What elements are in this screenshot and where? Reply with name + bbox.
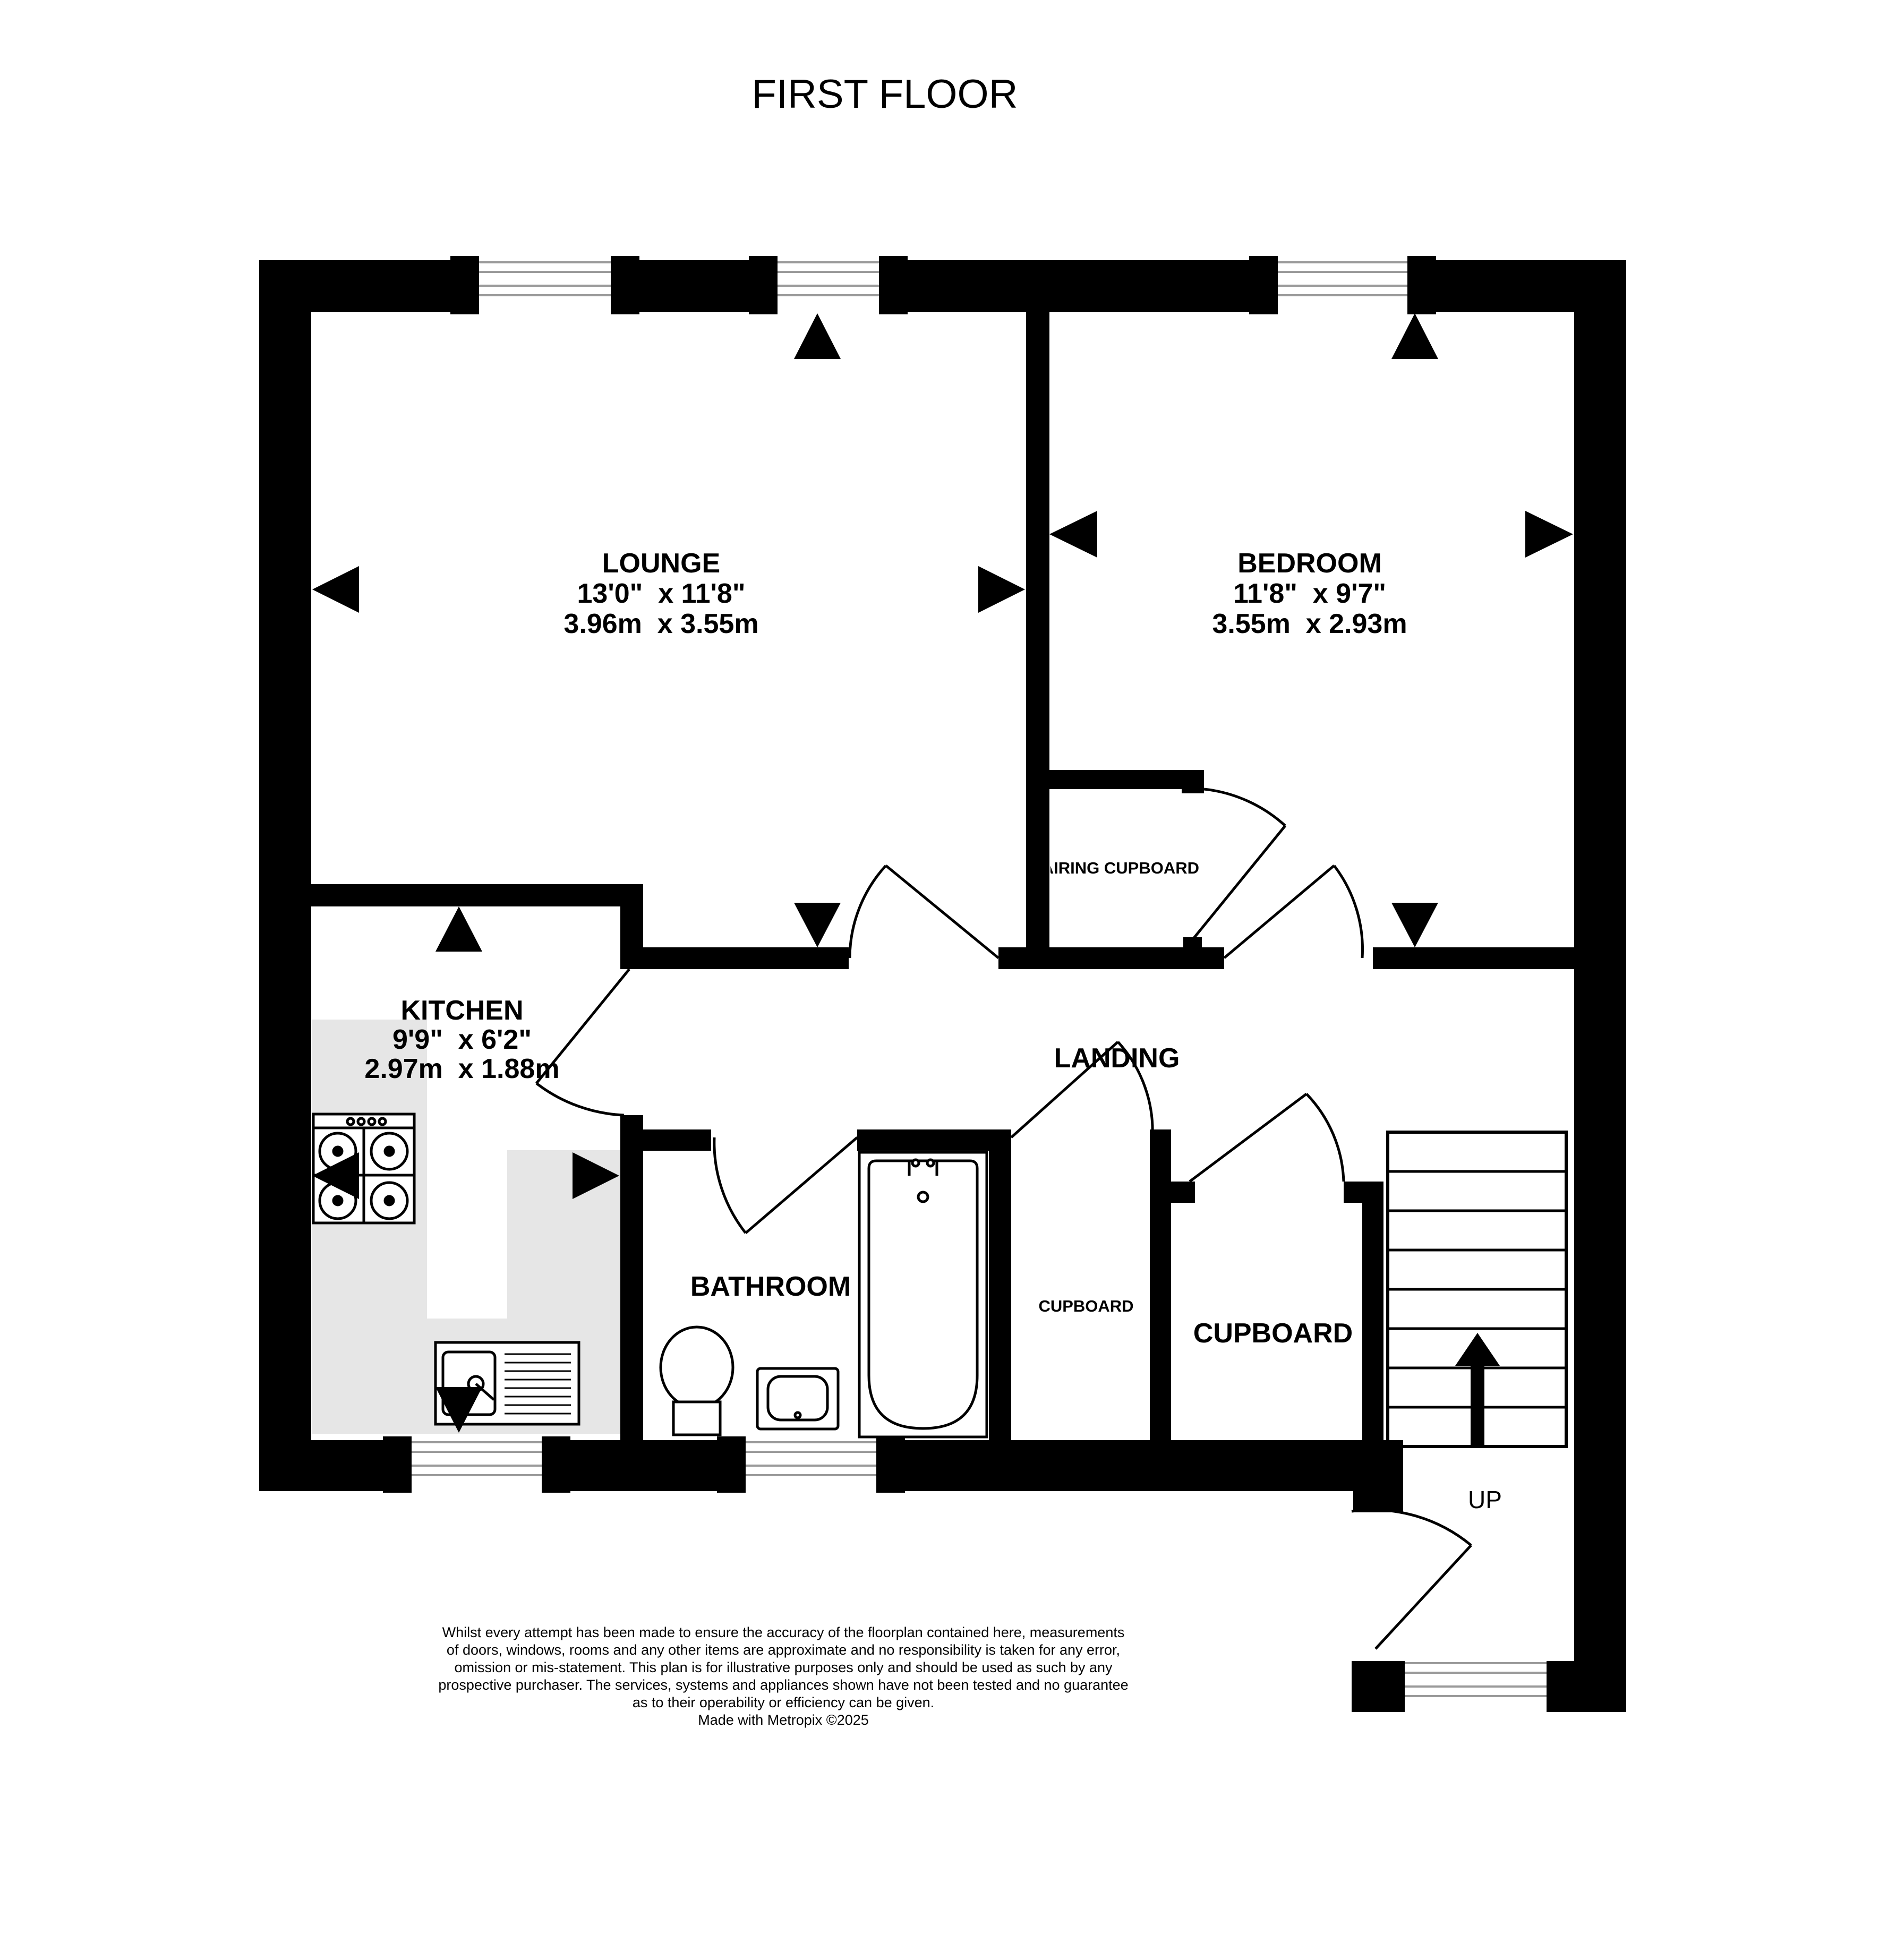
metropix-credit: Made with Metropix ©2025 [698, 1712, 869, 1728]
arrow-down-icon [1391, 903, 1438, 947]
arrow-left-icon [312, 566, 359, 613]
bedroom-window [1278, 261, 1407, 296]
disclaimer-line: as to their operability or efficiency ca… [633, 1694, 934, 1710]
bedroom-door [1223, 865, 1364, 959]
entrance-window [1405, 1662, 1547, 1697]
bedroom-label: BEDROOM [1237, 548, 1382, 579]
lounge-label: LOUNGE [602, 548, 720, 579]
entrance-door [1351, 1508, 1472, 1650]
lounge-dimensions-metric: 3.96m x 3.55m [563, 609, 758, 639]
toilet [659, 1325, 734, 1436]
small-cupboard-label: CUPBOARD [1038, 1297, 1133, 1315]
arrow-up-icon [435, 906, 482, 952]
arrow-left-icon [312, 1152, 359, 1199]
kitchen-dimensions-imperial: 9'9" x 6'2" [392, 1024, 532, 1055]
kitchen-door [535, 968, 630, 1117]
windows [412, 261, 1547, 1697]
disclaimer: Whilst every attempt has been made to en… [438, 1624, 1128, 1728]
small-cupboard-door [1010, 1041, 1154, 1139]
arrow-right-icon [573, 1152, 619, 1199]
plan-title: FIRST FLOOR [751, 72, 1018, 117]
lounge-door [848, 865, 1000, 959]
arrow-right-icon [978, 566, 1025, 613]
lounge-window-left [479, 261, 611, 296]
bathroom-window [746, 1441, 876, 1476]
airing-cupboard-label: AIRING CUPBOARD [1042, 859, 1199, 877]
arrow-down-icon [435, 1387, 482, 1433]
doors [535, 788, 1472, 1650]
arrow-left-icon [1049, 511, 1097, 558]
bathroom-door [713, 1136, 858, 1234]
lounge-window-right [778, 261, 879, 296]
internal-walls [311, 312, 1575, 1440]
bedroom-dimensions-metric: 3.55m x 2.93m [1212, 609, 1407, 639]
kitchen-window [412, 1441, 542, 1476]
kitchen-dimensions-metric: 2.97m x 1.88m [364, 1054, 559, 1084]
arrow-up-icon [794, 313, 841, 359]
arrow-right-icon [1525, 511, 1573, 558]
outer-walls [259, 256, 1626, 1712]
disclaimer-line: Whilst every attempt has been made to en… [442, 1624, 1125, 1640]
bedroom-dimensions-imperial: 11'8" x 9'7" [1233, 578, 1386, 609]
bath [858, 1151, 988, 1439]
disclaimer-line: of doors, windows, rooms and any other i… [447, 1642, 1120, 1658]
lounge-dimensions-imperial: 13'0" x 11'8" [577, 578, 746, 609]
measurement-arrows [312, 313, 1573, 1433]
bathroom-label: BATHROOM [690, 1271, 851, 1302]
stairs-up-label: UP [1468, 1486, 1502, 1513]
kitchen-label: KITCHEN [400, 995, 523, 1026]
large-cupboard-label: CUPBOARD [1193, 1318, 1353, 1349]
stairs-up-arrow-icon [1455, 1333, 1500, 1366]
basin [756, 1367, 840, 1431]
landing-label: LANDING [1054, 1043, 1180, 1074]
disclaimer-line: prospective purchaser. The services, sys… [438, 1677, 1128, 1693]
airing-cupboard-door [1191, 788, 1286, 941]
large-cupboard-door [1189, 1093, 1345, 1183]
room-labels: LOUNGE 13'0" x 11'8" 3.96m x 3.55m BEDRO… [364, 548, 1502, 1513]
stairs [1386, 1131, 1568, 1448]
arrow-up-icon [1391, 313, 1438, 359]
arrow-down-icon [794, 903, 841, 947]
disclaimer-line: omission or mis-statement. This plan is … [454, 1659, 1113, 1675]
